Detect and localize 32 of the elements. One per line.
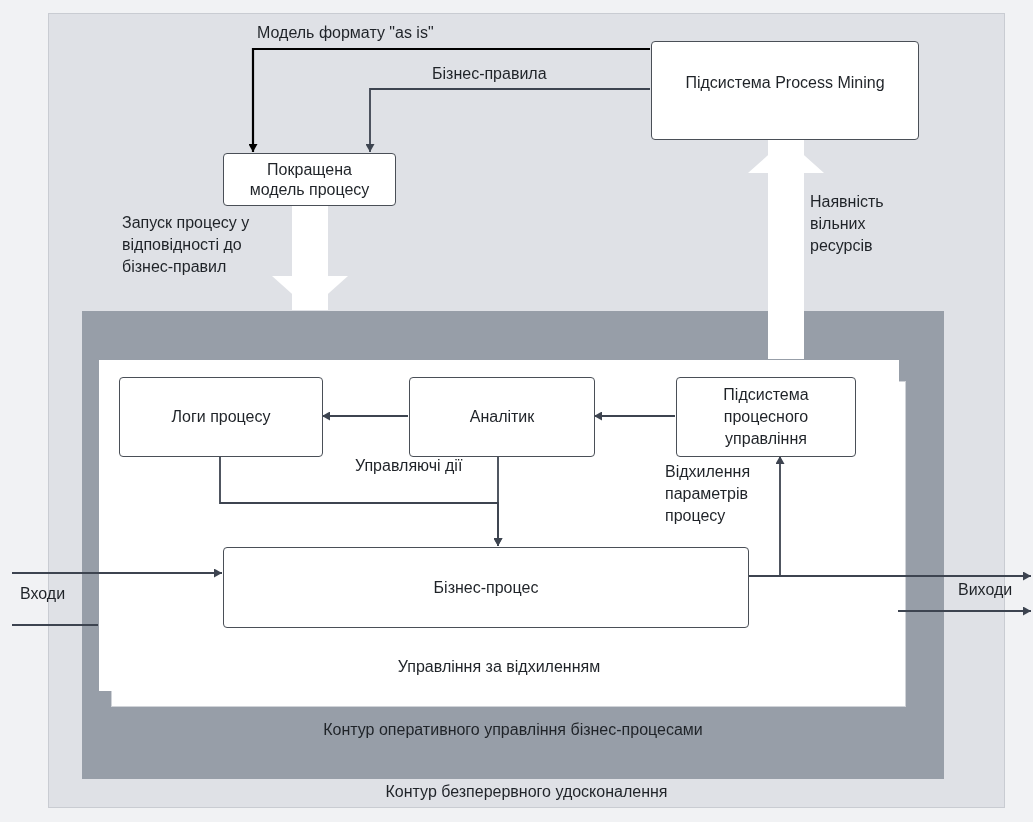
arrow (897, 606, 1032, 616)
io-label: Входи (20, 584, 66, 604)
arrow (365, 88, 651, 153)
process-box (223, 547, 749, 628)
edge-label: Відхилення параметрів процесу (665, 462, 752, 526)
operational-loop-panel (82, 311, 944, 779)
box-label: Логи процесу (170, 407, 272, 427)
process-box (409, 377, 595, 457)
box-label: Аналітик (468, 407, 536, 427)
panel-title: Контур оперативного управління бізнес-процесами (323, 720, 703, 740)
arrow (11, 568, 223, 578)
edge-label: Бізнес-правила (432, 64, 548, 84)
process-box (676, 377, 856, 457)
panel-title: Контур безперервного удосконалення (385, 782, 668, 802)
edge-label: Модель формату "as is" (257, 23, 435, 43)
panel-title: Управління за відхиленням (397, 657, 601, 677)
box-label: Покращена модель процесу (248, 159, 371, 200)
edge-label: Наявність вільних ресурсів (810, 192, 885, 256)
arrow (321, 411, 409, 421)
arrow (493, 455, 503, 547)
process-box (119, 377, 323, 457)
io-label: Виходи (958, 580, 1013, 600)
arrow (593, 411, 676, 421)
edge-label: Управляючі дії (355, 456, 464, 476)
edge-label: Запуск процесу у відповідності до бізнес-правил (122, 213, 251, 277)
arrow (248, 47, 650, 152)
box-label: Бізнес-процес (432, 577, 540, 598)
process-box (223, 153, 396, 206)
box-label: Підсистема Process Mining (684, 72, 886, 93)
process-box (651, 41, 919, 140)
box-label: Підсистема процесного управління (722, 385, 810, 449)
block-arrow (748, 139, 824, 359)
